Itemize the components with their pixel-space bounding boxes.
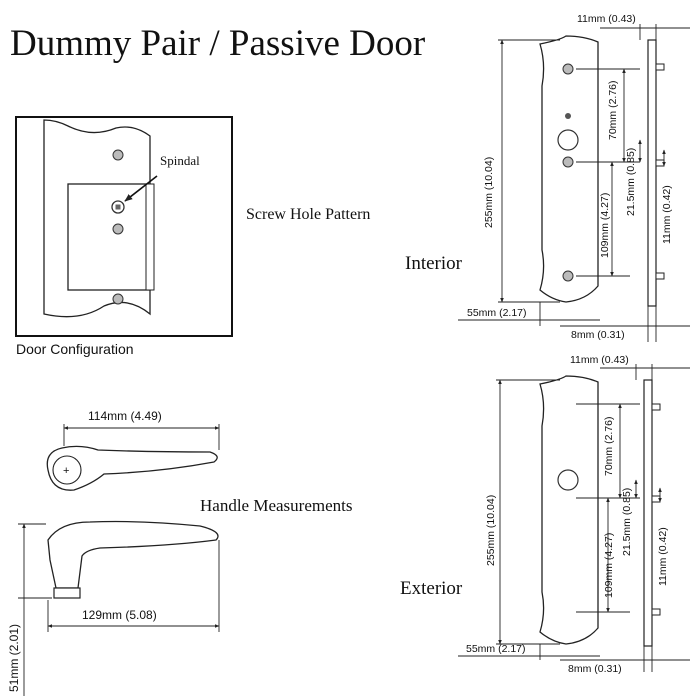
handle-measurements-label: Handle Measurements bbox=[200, 496, 353, 515]
spindal-label: Spindal bbox=[160, 153, 200, 168]
door-configuration-box: Spindal bbox=[15, 116, 233, 337]
interior-thickness-dim: 8mm (0.31) bbox=[571, 329, 625, 341]
exterior-label: Exterior bbox=[400, 578, 463, 599]
exterior-hole-spacing-dim: 70mm (2.76) bbox=[603, 416, 615, 476]
exterior-spindle-offset-dim: 21.5mm (0.85) bbox=[621, 488, 633, 556]
exterior-top-width-dim: 11mm (0.43) bbox=[570, 354, 629, 366]
interior-offset-dim: 11mm (0.42) bbox=[661, 185, 673, 244]
exterior-height-dim: 255mm (10.04) bbox=[485, 495, 497, 566]
interior-plate-drawing: 11mm (0.43) 255mm (10.04) 70mm (2.76) 10… bbox=[458, 13, 690, 342]
exterior-offset-dim: 11mm (0.42) bbox=[657, 527, 669, 586]
handle-projection-dim: 129mm (5.08) bbox=[82, 608, 157, 622]
page-title: Dummy Pair / Passive Door bbox=[10, 23, 426, 64]
exterior-lower-spacing-dim: 109mm (4.27) bbox=[603, 533, 615, 598]
handle-length-dim: 114mm (4.49) bbox=[88, 409, 162, 423]
exterior-plate-width-dim: 55mm (2.17) bbox=[466, 643, 526, 655]
interior-spindle-offset-dim: 21.5mm (0.85) bbox=[625, 148, 637, 216]
svg-text:+: + bbox=[63, 465, 69, 477]
screw-hole-pattern-label: Screw Hole Pattern bbox=[246, 206, 371, 223]
handle-side-view: 129mm (5.08) 51mm (2.01) bbox=[7, 520, 220, 696]
handle-height-dim: 51mm (2.01) bbox=[7, 624, 21, 692]
handle-top-view: + 114mm (4.49) bbox=[46, 409, 220, 491]
interior-hole-spacing-dim: 70mm (2.76) bbox=[607, 80, 619, 140]
interior-lower-spacing-dim: 109mm (4.27) bbox=[599, 193, 611, 258]
interior-label: Interior bbox=[405, 253, 462, 274]
exterior-plate-drawing: 11mm (0.43) 255mm (10.04) 70mm (2.76) 10… bbox=[458, 354, 690, 675]
interior-height-dim: 255mm (10.04) bbox=[483, 157, 495, 228]
door-configuration-caption: Door Configuration bbox=[16, 341, 134, 357]
exterior-thickness-dim: 8mm (0.31) bbox=[568, 663, 622, 675]
interior-top-width-dim: 11mm (0.43) bbox=[577, 13, 636, 25]
interior-plate-width-dim: 55mm (2.17) bbox=[467, 307, 527, 319]
